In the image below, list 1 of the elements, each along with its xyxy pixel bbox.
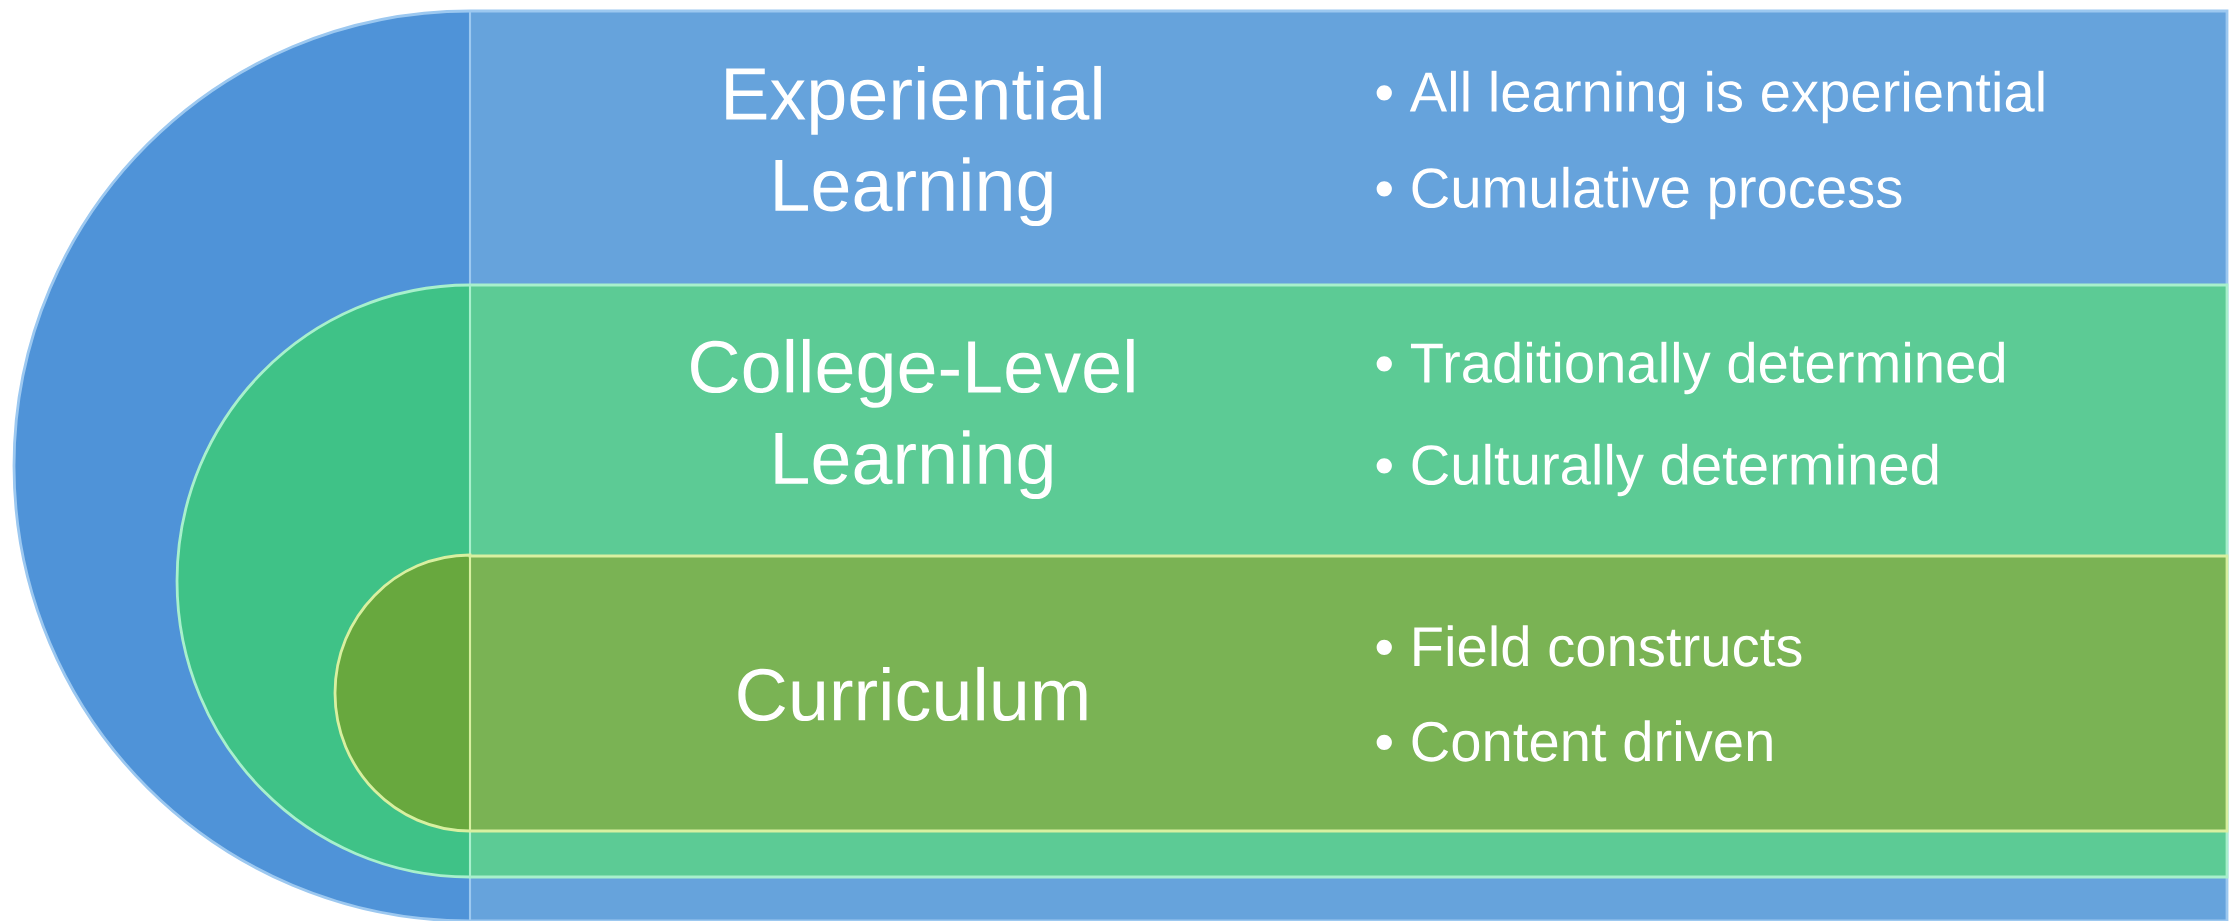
nested-band: Curriculum • Field constructs • Content driven [333,553,2229,833]
